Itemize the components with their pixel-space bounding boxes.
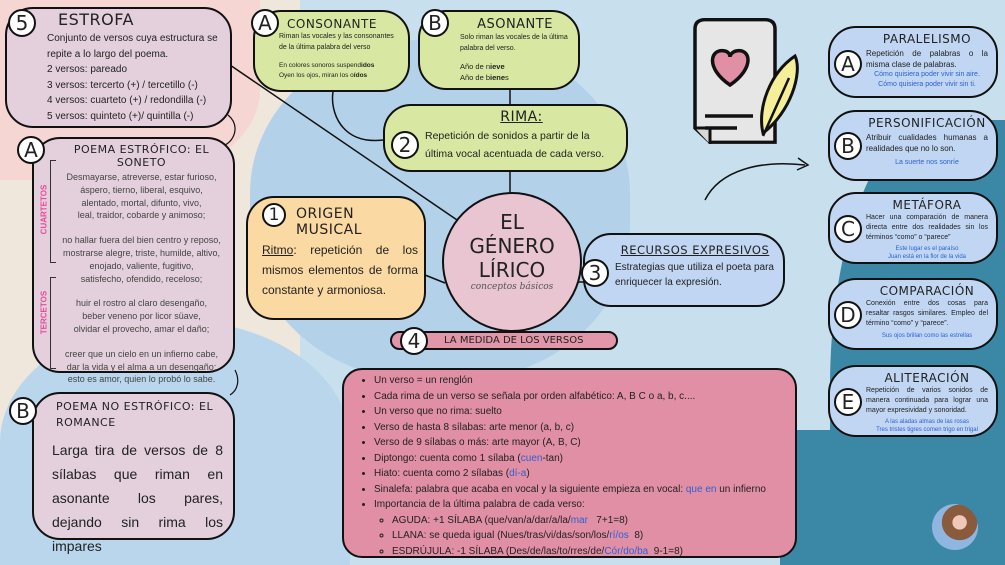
recurso-title: PARALELISMO bbox=[882, 32, 972, 46]
recurso-text: Atribuir cualidades humanas a realidades… bbox=[866, 133, 988, 153]
rima-text: Repetición de sonidos a partir de la últ… bbox=[425, 130, 605, 160]
recurso-text: Repetición de varios sonidos de manera c… bbox=[866, 387, 988, 414]
romance-title: POEMA NO ESTRÓFICO: EL ROMANCE bbox=[56, 400, 214, 429]
medida-item: Importancia de la última palabra de cada… bbox=[374, 497, 787, 559]
recursos-box: RECURSOS EXPRESIVOS Estrategias que util… bbox=[583, 233, 785, 307]
recurso-title: PERSONIFICACIÓN bbox=[868, 116, 986, 130]
stanza: creer que un cielo en un infierno cabe,d… bbox=[64, 348, 219, 385]
asonante-title: ASONANTE bbox=[477, 17, 553, 32]
stanza: no hallar fuera del bien centro y reposo… bbox=[62, 235, 221, 284]
medida-number: 4 bbox=[400, 327, 428, 355]
recursos-text: Estrategias que utiliza el poeta para en… bbox=[615, 262, 774, 288]
consonante-example: En colores sonoros suspendidos bbox=[279, 62, 375, 69]
consonante-text: Riman las vocales y las consonantes de l… bbox=[279, 33, 394, 51]
medida-item: Verso de hasta 8 sílabas: arte menor (a,… bbox=[374, 420, 787, 436]
estrofa-def: Conjunto de versos cuya estructura se re… bbox=[47, 33, 218, 60]
center-title: EL bbox=[500, 210, 524, 234]
estrofa-box: Conjunto de versos cuya estructura se re… bbox=[5, 7, 232, 128]
aliteracion-letter: E bbox=[834, 388, 862, 416]
tercetos-brace bbox=[50, 277, 56, 369]
soneto-title: POEMA ESTRÓFICO: EL SONETO bbox=[73, 143, 210, 169]
medida-title: LA MEDIDA DE LOS VERSOS bbox=[444, 335, 584, 346]
estrofa-line: 4 versos: cuarteto (+) / redondilla (-) bbox=[47, 95, 207, 106]
medida-item: Un verso = un renglón bbox=[374, 373, 787, 389]
soneto-box: POEMA ESTRÓFICO: EL SONETO Desmayarse, a… bbox=[32, 137, 235, 384]
asonante-text: Solo riman las vocales de la última pala… bbox=[460, 34, 568, 52]
estrofa-line: 2 versos: pareado bbox=[47, 64, 128, 75]
recurso-example: Sus ojos brillan como las estrellas bbox=[881, 333, 973, 339]
medida-item: Diptongo: cuenta como 1 sílaba (cuen-tan… bbox=[374, 451, 787, 467]
medida-item: Hiato: cuenta como 2 sílabas (dí-a) bbox=[374, 466, 787, 482]
recurso-example: La suerte nos sonríe bbox=[895, 159, 959, 166]
recurso-text: Conexión entre dos cosas para resaltar r… bbox=[866, 300, 988, 327]
center-subtitle: conceptos básicos bbox=[470, 282, 554, 292]
estrofa-number: 5 bbox=[8, 9, 36, 37]
medida-item: Verso de 9 sílabas o más: arte mayor (A,… bbox=[374, 435, 787, 451]
recurso-example: Cómo quisiera poder vivir sin aire. bbox=[874, 71, 980, 78]
medida-subitem: ESDRÚJULA: -1 SÍLABA (Des/de/las/to/rres… bbox=[392, 544, 787, 560]
recurso-text: Repetición de palabras o la misma clase … bbox=[866, 49, 988, 69]
romance-text: Larga tira de versos de 8 sílabas que ri… bbox=[52, 442, 223, 554]
recursos-title: RECURSOS EXPRESIVOS bbox=[620, 243, 770, 257]
medida-item: Cada rima de un verso se señala por orde… bbox=[374, 389, 787, 405]
asonante-example: Año de bienes bbox=[460, 73, 509, 82]
estrofa-title: ESTROFA bbox=[58, 10, 134, 29]
recurso-example: Juan está en la flor de la vida bbox=[887, 254, 967, 260]
consonante-title: CONSONANTE bbox=[287, 17, 377, 31]
medida-bar: LA MEDIDA DE LOS VERSOS bbox=[390, 331, 618, 350]
consonante-box: CONSONANTE Riman las vocales y las conso… bbox=[253, 10, 410, 92]
recurso-example: Tres tristes tigres comen trigo en triga… bbox=[876, 427, 978, 433]
medida-item: Sinalefa: palabra que acaba en vocal y l… bbox=[374, 482, 787, 498]
medida-item: Un verso que no rima: suelto bbox=[374, 404, 787, 420]
comparacion-letter: D bbox=[834, 301, 862, 329]
rima-number: 2 bbox=[391, 131, 419, 159]
consonante-example: Oyen los ojos, miran los oídos bbox=[279, 72, 368, 79]
recurso-title: ALITERACIÓN bbox=[884, 371, 970, 385]
personificacion-box: PERSONIFICACIÓN Atribuir cualidades huma… bbox=[828, 110, 998, 181]
rima-box: RIMA: Repetición de sonidos a partir de … bbox=[383, 104, 628, 172]
rima-title: RIMA: bbox=[500, 109, 543, 125]
paralelismo-letter: A bbox=[834, 50, 862, 78]
stanza: Desmayarse, atreverse, estar furioso,ásp… bbox=[66, 172, 217, 221]
consonante-letter: A bbox=[251, 9, 279, 37]
origen-text: Ritmo: repetición de los mismos elemento… bbox=[262, 243, 418, 297]
soneto-letter: A bbox=[17, 136, 45, 164]
metafora-letter: C bbox=[834, 215, 862, 243]
metafora-box: METÁFORA Hacer una comparación de manera… bbox=[828, 192, 998, 264]
center-title: LÍRICO bbox=[478, 258, 546, 282]
estrofa-line: 5 versos: quinteto (+)/ quintilla (-) bbox=[47, 110, 194, 122]
center-title: GÉNERO bbox=[469, 234, 555, 258]
recurso-title: COMPARACIÓN bbox=[879, 284, 975, 298]
asonante-letter: B bbox=[421, 9, 449, 37]
origen-number: 1 bbox=[262, 203, 286, 227]
author-avatar bbox=[932, 504, 978, 550]
cuartetos-label: CUARTETOS bbox=[39, 184, 49, 235]
origen-title: ORIGEN MUSICAL bbox=[296, 206, 362, 238]
recurso-example: Cómo quisiera poder vivir sin ti. bbox=[878, 81, 976, 88]
recurso-example: Este lugar es el paraíso bbox=[895, 246, 959, 252]
medida-subitem: AGUDA: +1 SÍLABA (que/van/a/dar/a/la/mar… bbox=[392, 513, 787, 529]
asonante-example: Año de nieve bbox=[460, 62, 505, 71]
medida-subitem: LLANA: se queda igual (Nues/tras/vi/das/… bbox=[392, 528, 787, 544]
cuartetos-brace bbox=[50, 160, 56, 263]
personificacion-letter: B bbox=[834, 132, 862, 160]
romance-box: POEMA NO ESTRÓFICO: EL ROMANCE Larga tir… bbox=[32, 392, 235, 554]
recurso-text: Hacer una comparación de manera directa … bbox=[866, 214, 988, 241]
poem-document-icon bbox=[693, 18, 799, 144]
romance-letter: B bbox=[9, 397, 37, 425]
tercetos-label: TERCETOS bbox=[39, 290, 49, 335]
center-circle: EL GÉNERO LÍRICO conceptos básicos bbox=[442, 192, 582, 332]
stanza: huir el rostro al claro desengaño,beber … bbox=[73, 298, 210, 334]
estrofa-line: 3 versos: tercerto (+) / tercetillo (-) bbox=[47, 79, 198, 91]
recurso-title: METÁFORA bbox=[892, 198, 962, 212]
recursos-number: 3 bbox=[581, 259, 609, 287]
recurso-example: A las aladas almas de las rosas bbox=[884, 419, 970, 425]
medida-box: Un verso = un renglón Cada rima de un ve… bbox=[342, 368, 797, 558]
